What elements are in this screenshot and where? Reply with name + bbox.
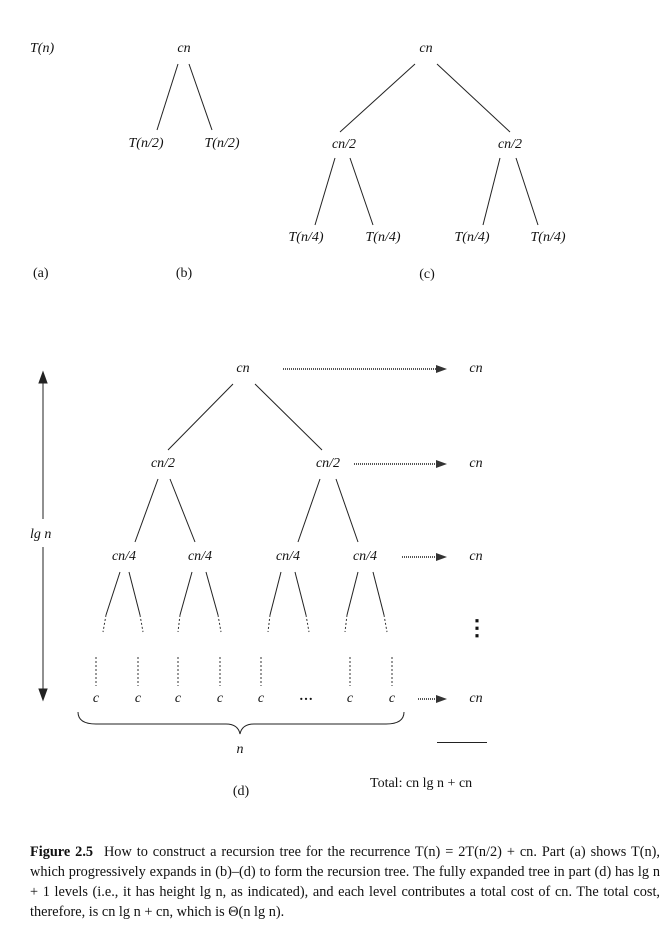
node-label: T(n) bbox=[30, 41, 55, 56]
edge bbox=[346, 571, 359, 616]
node-label: T(n/4) bbox=[365, 230, 401, 245]
leaf-label: c bbox=[216, 691, 224, 706]
edge bbox=[179, 571, 193, 616]
node-label: cn/4 bbox=[111, 549, 137, 564]
node-label: cn/4 bbox=[275, 549, 301, 564]
total-cost: Total: cn lg n + cn bbox=[370, 776, 473, 791]
edge bbox=[436, 63, 511, 133]
level-vdots: ⋮ bbox=[466, 615, 488, 640]
node-label: cn bbox=[419, 41, 433, 56]
level-cost: cn bbox=[469, 456, 483, 471]
node-label: cn bbox=[236, 361, 250, 376]
node-label: T(n/2) bbox=[204, 136, 240, 151]
edge bbox=[167, 383, 234, 451]
level-cost: cn bbox=[469, 361, 483, 376]
edge bbox=[297, 478, 321, 543]
node-label: T(n/4) bbox=[288, 230, 324, 245]
leaf-label: c bbox=[388, 691, 396, 706]
caption-text: How to construct a recursion tree for th… bbox=[30, 844, 660, 920]
level-cost: cn bbox=[469, 691, 483, 706]
leaf-label: c bbox=[174, 691, 182, 706]
node-label: cn/2 bbox=[315, 456, 341, 471]
edge bbox=[169, 478, 196, 543]
leaf-label: c bbox=[134, 691, 142, 706]
edge bbox=[188, 63, 213, 131]
edge bbox=[515, 157, 539, 226]
panel-label: (c) bbox=[419, 267, 435, 282]
caption-label: Figure 2.5 bbox=[30, 844, 94, 860]
figure-caption: Figure 2.5 How to construct a recursion … bbox=[30, 842, 660, 922]
edge bbox=[294, 571, 307, 616]
edge bbox=[105, 571, 121, 616]
level-cost: cn bbox=[469, 549, 483, 564]
brace-label: n bbox=[236, 742, 244, 757]
leaf-label: c bbox=[346, 691, 354, 706]
edge bbox=[314, 157, 336, 226]
node-label: cn/4 bbox=[187, 549, 213, 564]
edge bbox=[349, 157, 374, 226]
node-label: cn/2 bbox=[331, 137, 357, 152]
node-label: cn/4 bbox=[352, 549, 378, 564]
tree-edges bbox=[38, 63, 539, 735]
recursion-tree-figure: T(n) (a) cn T(n/2) T(n/2) (b) cn cn/2 cn… bbox=[30, 41, 566, 799]
height-label: lg n bbox=[30, 526, 52, 544]
sum-rule bbox=[437, 742, 487, 743]
edge bbox=[254, 383, 323, 451]
node-label: cn bbox=[177, 41, 191, 56]
edge bbox=[339, 63, 416, 133]
edge bbox=[372, 571, 385, 616]
edge bbox=[335, 478, 359, 543]
leaf-label: c bbox=[92, 691, 100, 706]
leaf-ellipsis: … bbox=[299, 689, 313, 704]
edge bbox=[269, 571, 282, 616]
edge bbox=[134, 478, 159, 543]
node-label: T(n/4) bbox=[530, 230, 566, 245]
panel-label: (a) bbox=[33, 266, 49, 281]
panel-label: (d) bbox=[232, 784, 250, 799]
node-label: T(n/4) bbox=[454, 230, 490, 245]
node-label: cn/2 bbox=[150, 456, 176, 471]
leaf-label: c bbox=[257, 691, 265, 706]
node-label: cn/2 bbox=[497, 137, 523, 152]
edge bbox=[156, 63, 179, 131]
edge bbox=[482, 157, 501, 226]
edge bbox=[128, 571, 141, 616]
node-label: T(n/2) bbox=[128, 136, 164, 151]
leaves-brace bbox=[77, 711, 405, 735]
edge bbox=[205, 571, 219, 616]
panel-label: (b) bbox=[175, 266, 193, 281]
